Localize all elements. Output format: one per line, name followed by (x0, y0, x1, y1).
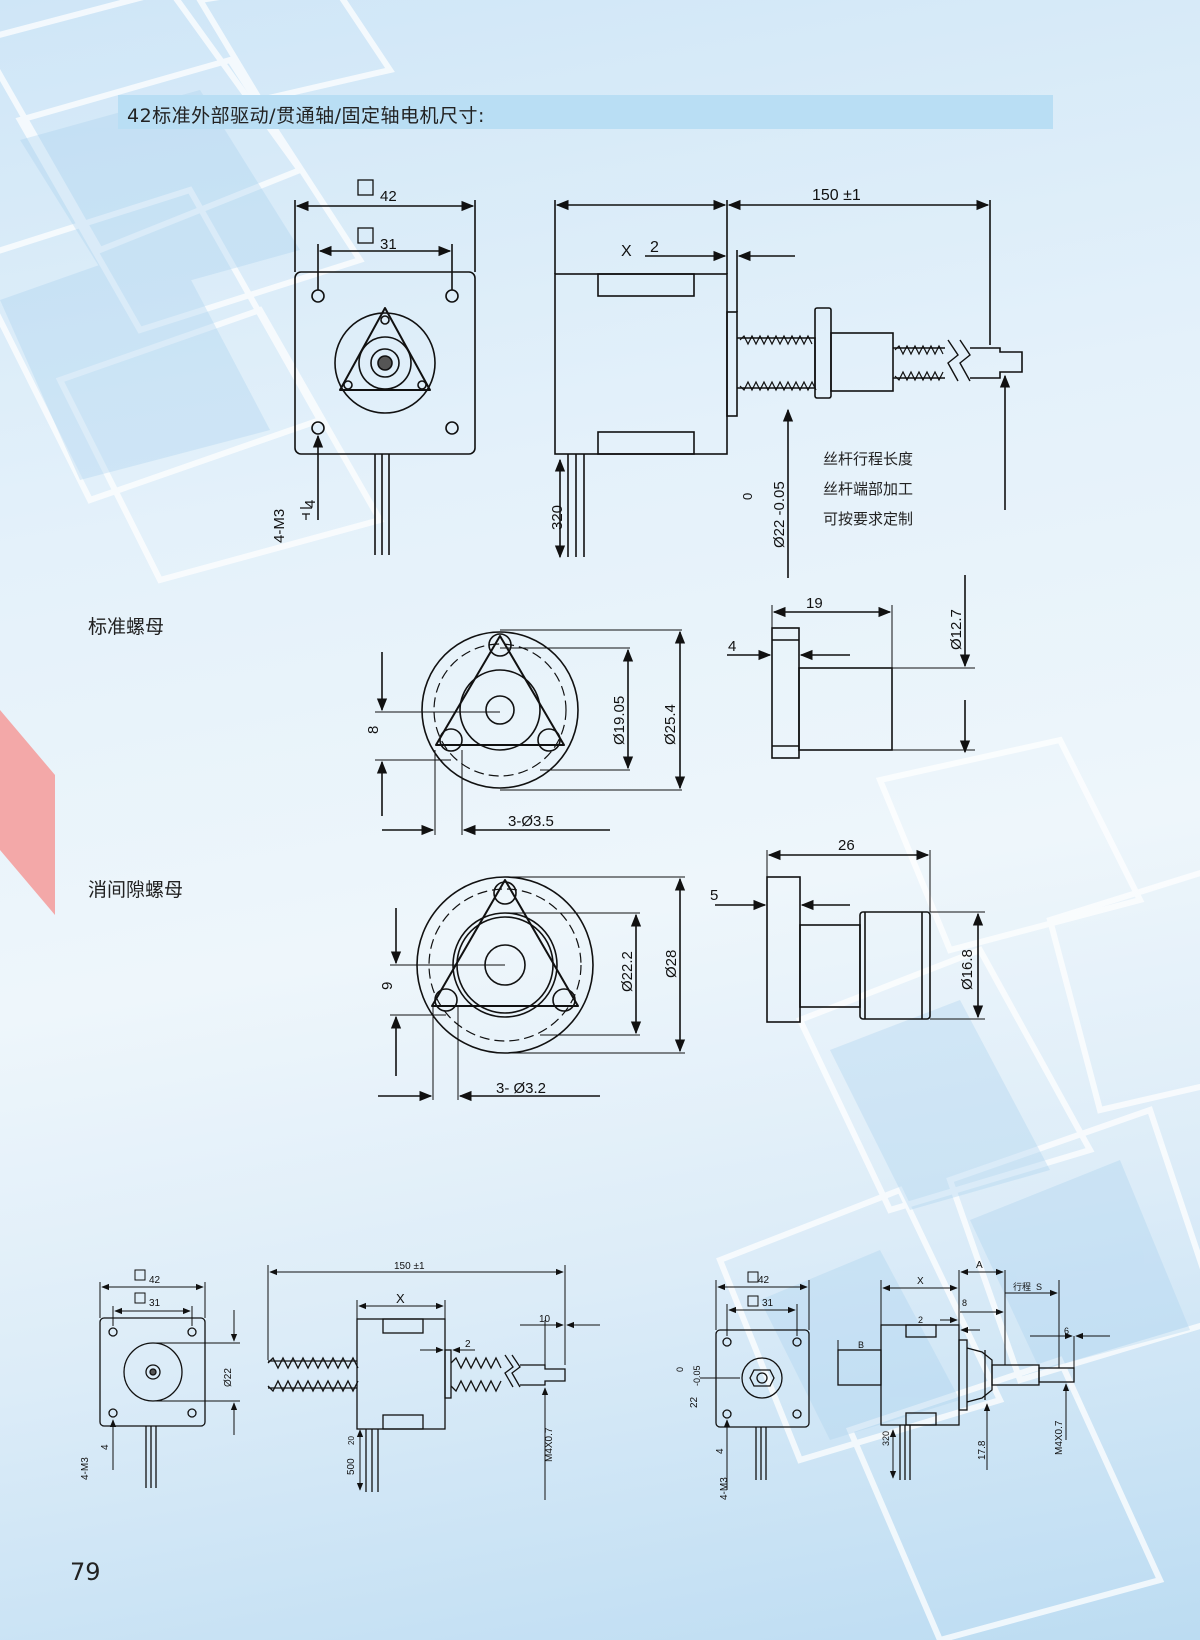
bl-depth: 4 (100, 1444, 111, 1450)
bl-two: 2 (465, 1339, 471, 1350)
dim-d28: Ø28 (663, 950, 680, 978)
br-six: 6 (1064, 1326, 1069, 1336)
br-eight: 8 (962, 1298, 967, 1308)
motor-front-view (294, 271, 476, 555)
br-tol: -0.05 (692, 1365, 702, 1386)
br-s: S (1036, 1282, 1042, 1292)
dim-w4: 4 (728, 638, 736, 655)
br-x: X (917, 1276, 924, 1287)
bl-d22: Ø22 (223, 1368, 234, 1387)
dim-d222: Ø22.2 (619, 951, 636, 992)
standard-nut-front (421, 631, 579, 789)
br-sq31: 31 (762, 1298, 774, 1309)
dim-d127: Ø12.7 (948, 609, 965, 650)
dim-holes-1: 3-Ø3.5 (508, 813, 554, 830)
dim-sq31: 31 (380, 236, 397, 253)
br-travel: 行程 (1013, 1281, 1031, 1292)
br-zero: 0 (675, 1367, 685, 1372)
dim-d1905: Ø19.05 (611, 696, 628, 745)
br-depth: 4 (715, 1448, 726, 1454)
br-thread: M4X0.7 (1054, 1420, 1065, 1455)
dim-w26: 26 (838, 837, 855, 854)
dim-dia-tol: 0 (740, 493, 755, 500)
dim-two: 2 (650, 239, 659, 256)
bl-ten: 10 (539, 1314, 551, 1325)
br-b: B (858, 1340, 864, 1350)
dim-d168: Ø16.8 (959, 949, 976, 990)
title-bar (118, 95, 1053, 129)
br-a: A (976, 1260, 983, 1271)
dim-lead: 320 (549, 505, 566, 530)
br-sq42: 42 (758, 1275, 770, 1286)
bl-sq42: 42 (149, 1275, 161, 1286)
bl-thread: M4X0.7 (544, 1427, 555, 1462)
dim-depth: 4 (302, 500, 319, 508)
bl-m3: 4-M3 (80, 1457, 91, 1480)
bl-length: 150 ±1 (394, 1261, 425, 1272)
br-d22: 22 (689, 1396, 700, 1408)
note-line-2: 丝杆端部加工 (823, 480, 914, 498)
dim-length: 150 ±1 (812, 187, 861, 204)
dim-d254: Ø25.4 (662, 704, 679, 745)
note-line-3: 可按要求定制 (823, 510, 914, 528)
dim-w19: 19 (806, 595, 823, 612)
accent-tab (0, 710, 55, 915)
br-d178: 17.8 (977, 1440, 988, 1460)
dim-dia: Ø22 -0.05 (771, 481, 788, 548)
bottom-right-front-view (715, 1329, 810, 1480)
anti-backlash-nut-side (766, 876, 931, 1023)
dim-h8: 8 (365, 726, 382, 734)
bottom-right-side-view (837, 1324, 1075, 1480)
bl-x: X (396, 1291, 405, 1306)
dim-sq42: 42 (380, 188, 397, 205)
note-line-1: 丝杆行程长度 (823, 450, 914, 468)
dim-x: X (621, 243, 632, 260)
br-two: 2 (918, 1315, 923, 1325)
br-lead: 320 (881, 1431, 891, 1446)
bl-lead: 500 (346, 1458, 357, 1475)
page-title: 42标准外部驱动/贯通轴/固定轴电机尺寸: (127, 105, 485, 127)
dim-holes-2: 3- Ø3.2 (496, 1080, 546, 1097)
section-label-standard-nut: 标准螺母 (88, 616, 165, 638)
bl-sq31: 31 (149, 1298, 161, 1309)
bottom-left-side-view (267, 1318, 566, 1492)
dim-m3: 4-M3 (271, 509, 288, 543)
dim-w5: 5 (710, 887, 718, 904)
section-label-anti-backlash-nut: 消间隙螺母 (88, 879, 184, 901)
dim-h9: 9 (379, 982, 396, 990)
page-number: 79 (70, 1558, 101, 1586)
bl-lead-tol: 20 (347, 1436, 356, 1445)
standard-nut-side (771, 627, 893, 759)
br-m3: 4-M3 (719, 1477, 730, 1500)
